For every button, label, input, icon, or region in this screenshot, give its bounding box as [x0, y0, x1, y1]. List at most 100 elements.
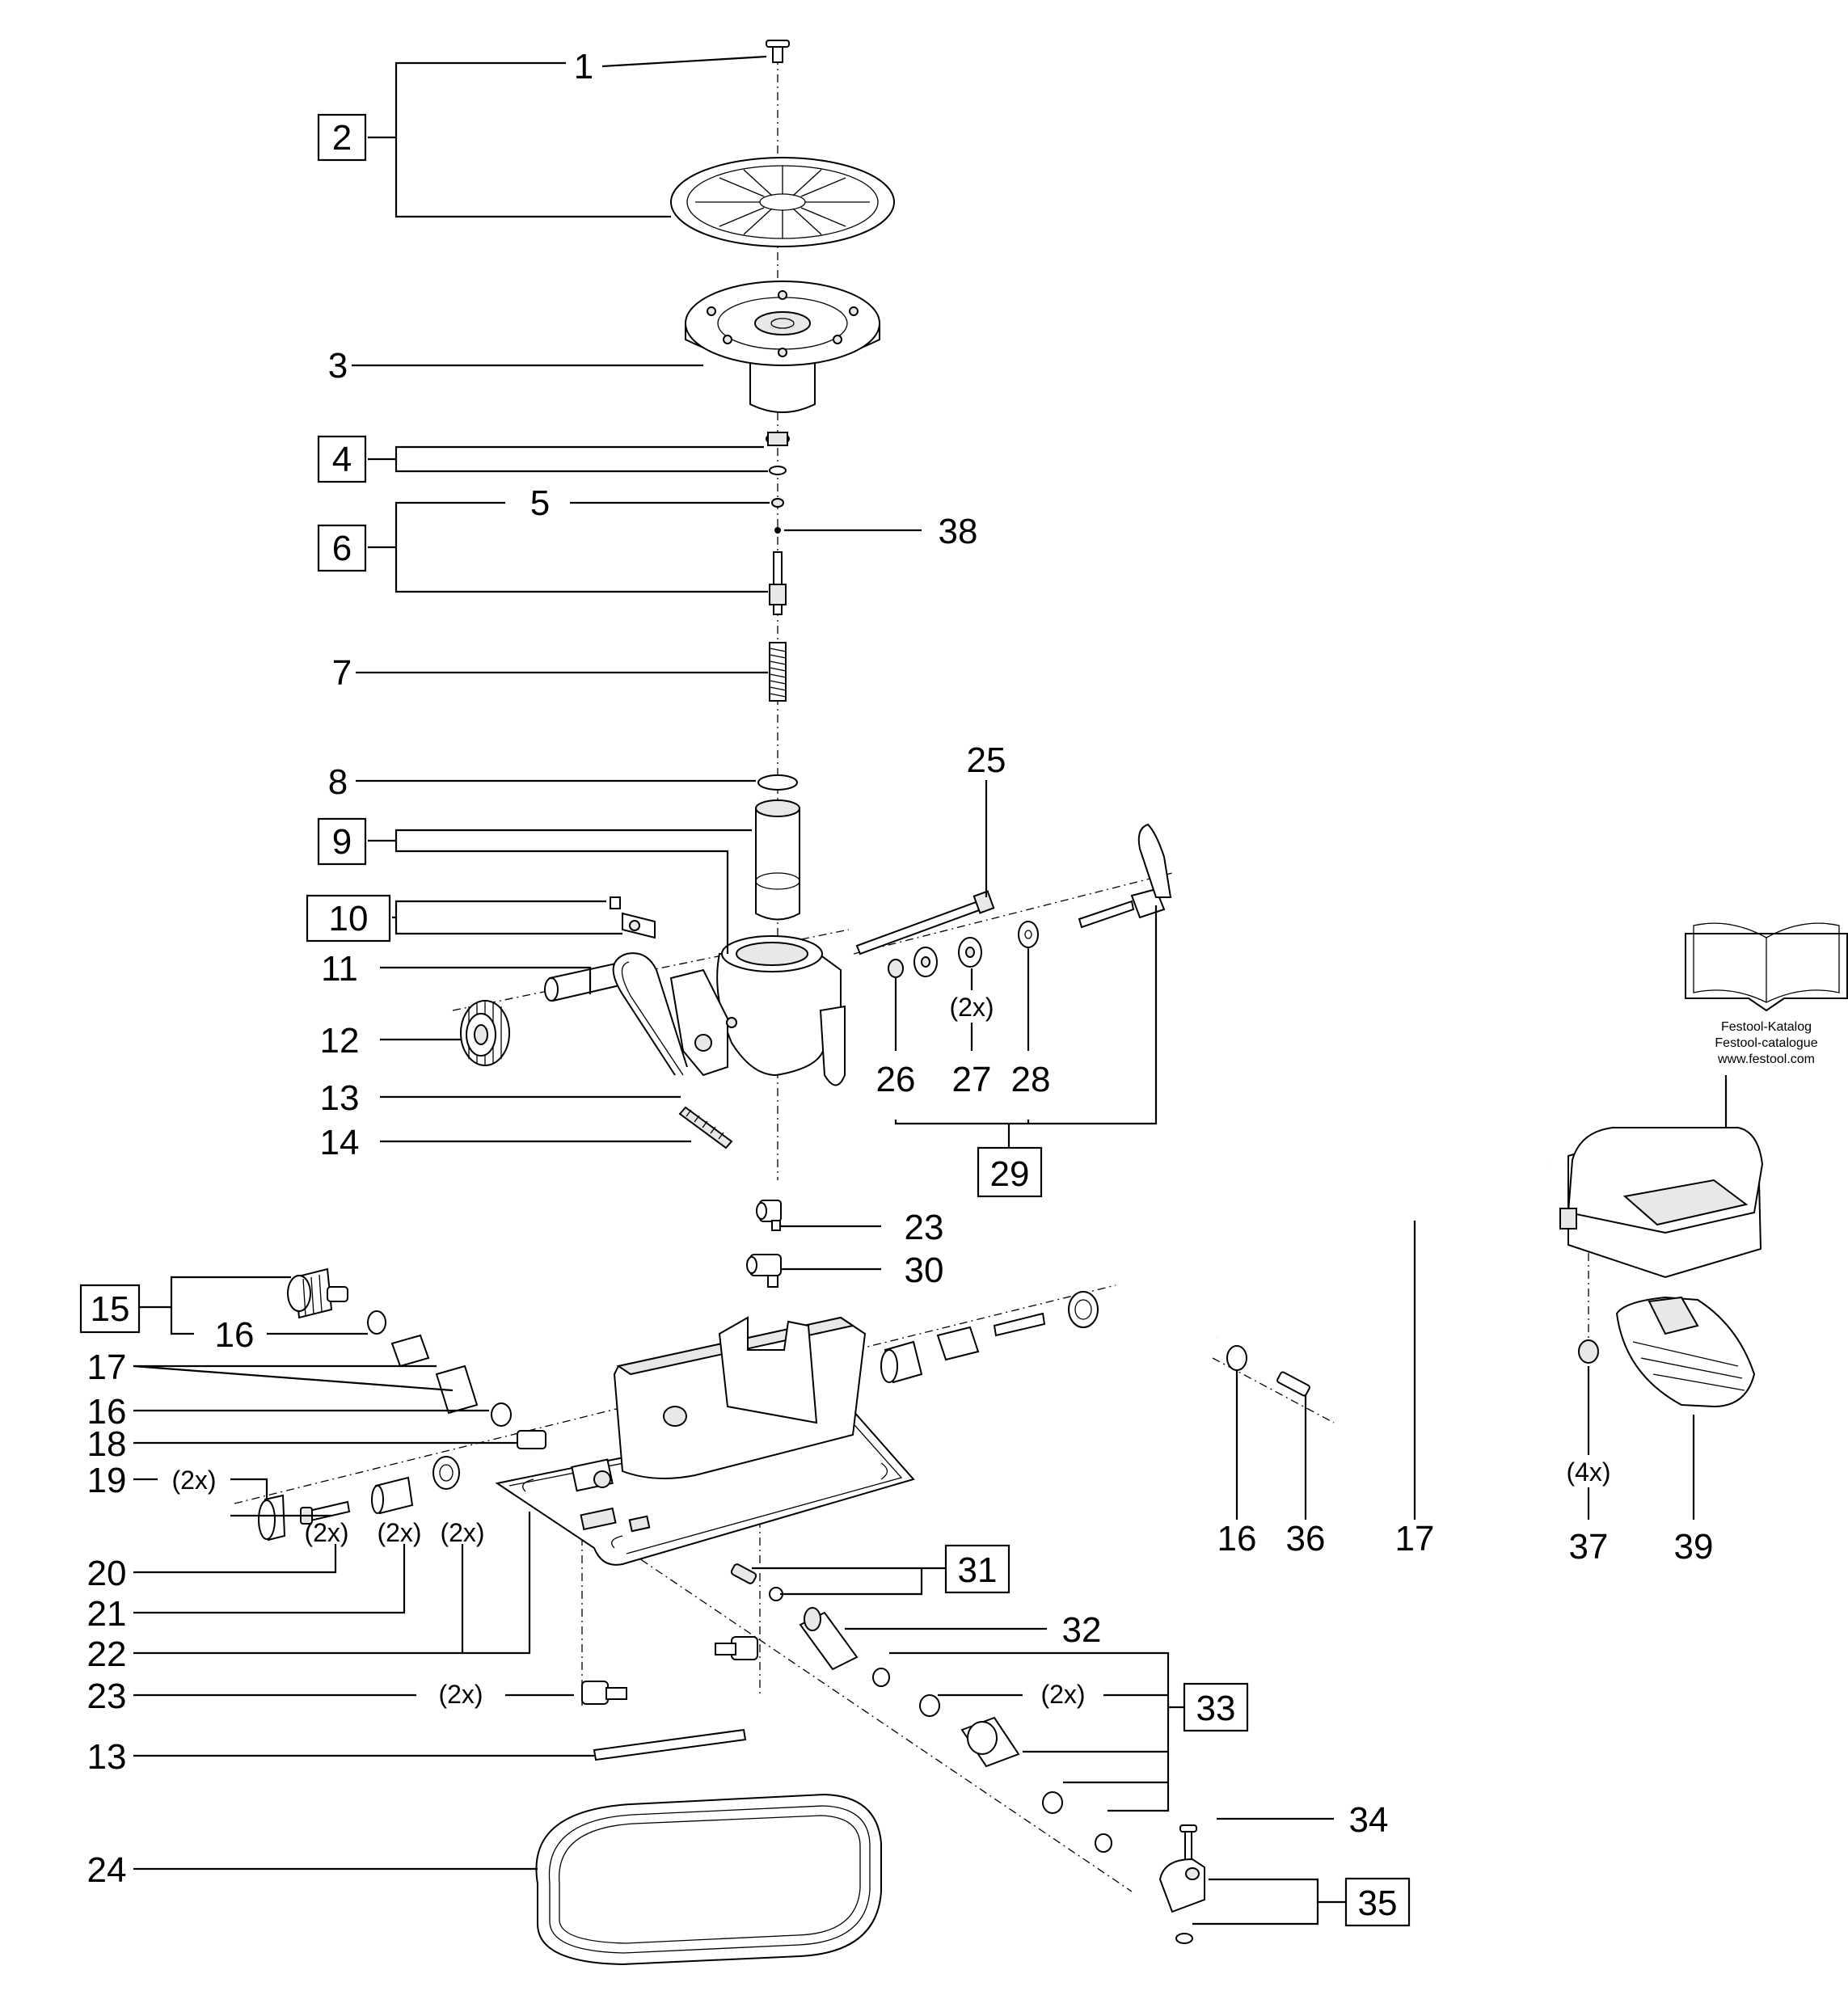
callout-4: 4: [332, 440, 352, 479]
callout-28: 28: [1011, 1060, 1051, 1099]
qty-22: (2x): [440, 1518, 484, 1547]
part-4-nut-and-ring: [766, 432, 790, 475]
part-23-elbow-upper: [756, 1200, 782, 1231]
callout-8: 8: [328, 762, 348, 802]
part-19-plug: [258, 1494, 286, 1542]
part-13-hose-loop: [612, 952, 688, 1076]
callout-13-upper: 13: [320, 1078, 360, 1118]
part-33-valve-set: [872, 1668, 1112, 1853]
qty-21: (2x): [377, 1518, 421, 1547]
callout-2: 2: [332, 118, 352, 158]
qty-19: (2x): [171, 1466, 216, 1495]
book-icon: [1685, 922, 1848, 1012]
catalog-line-1: Festool-Katalog: [1721, 1020, 1812, 1034]
callout-30: 30: [905, 1251, 944, 1290]
callout-11: 11: [321, 949, 358, 989]
part-14-spring-sleeve: [678, 1106, 733, 1149]
part-16-clamp-right: [1226, 1345, 1247, 1371]
callout-14: 14: [320, 1123, 360, 1162]
qty-23: (2x): [438, 1680, 483, 1709]
part-23-elbow-lower: [581, 1636, 758, 1705]
part-9-sleeve: [755, 799, 800, 921]
callout-32: 32: [1062, 1610, 1102, 1650]
catalog-line-3: www.festool.com: [1717, 1052, 1815, 1066]
callout-12: 12: [320, 1021, 360, 1061]
part-37-foot: [1578, 1339, 1599, 1364]
part-34-screw: [1179, 1824, 1197, 1862]
part-foot-pedal: [1559, 1126, 1764, 1279]
part-22-base-housing: [495, 1316, 915, 1566]
callout-18: 18: [87, 1424, 127, 1464]
callout-15: 15: [91, 1289, 130, 1329]
callout-34: 34: [1349, 1800, 1389, 1840]
part-27-washers: [913, 937, 982, 977]
part-5-bushing: [771, 498, 784, 508]
callout-7: 7: [332, 653, 352, 693]
callout-boxes: [79, 113, 1411, 1927]
part-17-tubes-left: [390, 1334, 479, 1415]
callout-5: 5: [530, 483, 550, 523]
callout-23-lower: 23: [87, 1677, 127, 1716]
part-8-o-ring: [757, 774, 798, 791]
part-housing-upper: [669, 935, 846, 1086]
callout-19: 19: [87, 1461, 127, 1500]
part-2-sanding-pad: [670, 157, 895, 247]
callout-17-left: 17: [87, 1348, 127, 1387]
part-39-pedal-cover: [1615, 1296, 1756, 1408]
part-6-valve-pin: [769, 551, 787, 615]
callout-26: 26: [876, 1060, 916, 1099]
callout-24: 24: [87, 1850, 127, 1890]
callout-9: 9: [332, 822, 352, 862]
callout-17-right: 17: [1395, 1519, 1435, 1558]
part-22-bushing: [432, 1456, 460, 1490]
callout-22: 22: [87, 1634, 127, 1674]
part-7-spring: [769, 642, 787, 702]
part-38-ball: [774, 527, 781, 534]
part-24-seal-ring: [535, 1793, 882, 1966]
part-32-cylinder: [799, 1607, 859, 1671]
callout-16-left-upper: 16: [215, 1315, 255, 1355]
part-26-nut: [888, 959, 904, 978]
part-28-washer: [1018, 921, 1039, 948]
catalog-line-2: Festool-catalogue: [1715, 1036, 1817, 1050]
part-12-knob: [460, 1000, 510, 1066]
part-13-hose-straight: [593, 1728, 747, 1761]
callout-37: 37: [1569, 1527, 1609, 1567]
part-15-coupling: [287, 1267, 348, 1319]
part-16-clamp-left: [367, 1310, 512, 1427]
callout-16-right: 16: [1217, 1519, 1257, 1558]
callout-20: 20: [87, 1554, 127, 1593]
callout-16-left-lower: 16: [87, 1392, 127, 1432]
part-36-connector: [1276, 1371, 1310, 1397]
callout-23-upper: 23: [905, 1208, 944, 1247]
qty-27: (2x): [949, 993, 994, 1022]
qty-33: (2x): [1040, 1680, 1085, 1709]
callout-27: 27: [952, 1060, 992, 1099]
part-right-bushings: [880, 1291, 1099, 1384]
callout-35: 35: [1358, 1883, 1398, 1923]
callout-39: 39: [1674, 1527, 1714, 1567]
callout-13-lower: 13: [87, 1737, 127, 1777]
leader-lines: [133, 55, 1728, 1925]
part-3-pad-hub: [685, 280, 880, 413]
callout-6: 6: [332, 529, 352, 568]
callout-25: 25: [967, 740, 1006, 780]
callout-3: 3: [328, 346, 348, 386]
part-1-screw: [766, 40, 790, 63]
callout-31: 31: [958, 1550, 998, 1590]
part-21-sleeve: [371, 1476, 414, 1515]
callout-10: 10: [329, 899, 369, 938]
callout-36: 36: [1286, 1519, 1326, 1558]
center-axes: [234, 57, 1589, 1892]
part-17-hose: [1156, 1139, 1550, 1342]
callout-29: 29: [990, 1154, 1030, 1194]
callout-33: 33: [1196, 1689, 1236, 1728]
part-35-cap: [1158, 1858, 1205, 1944]
callout-21: 21: [87, 1594, 127, 1634]
qty-20: (2x): [304, 1518, 348, 1547]
qty-37: (4x): [1566, 1457, 1610, 1487]
part-25-bolt: [855, 890, 995, 955]
part-30-elbow: [746, 1254, 782, 1288]
part-18-fitting: [517, 1430, 546, 1449]
